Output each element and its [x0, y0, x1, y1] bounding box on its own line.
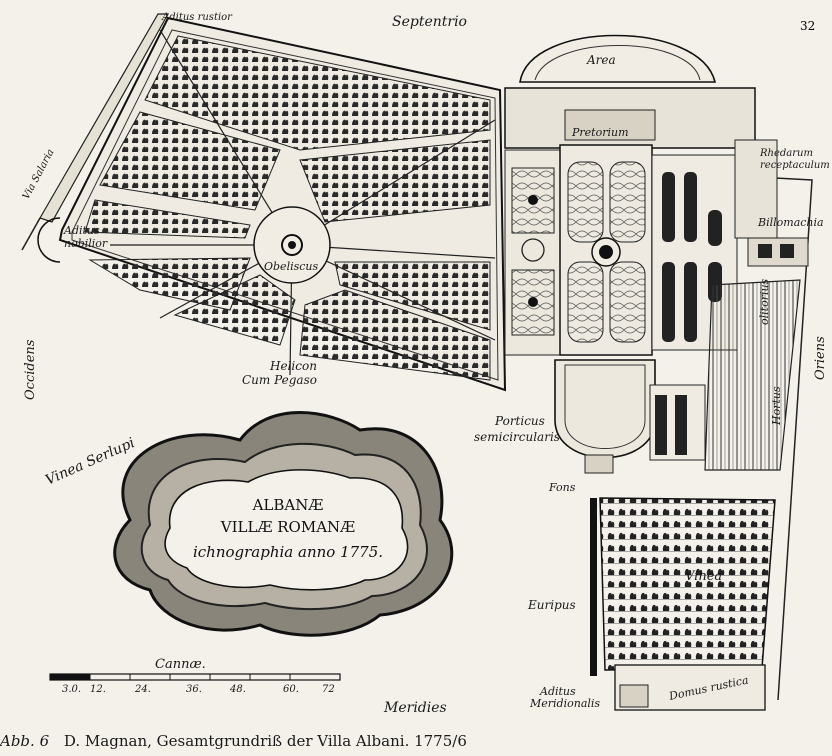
scale-tick-1: 12.	[90, 684, 106, 695]
villa-albani-plan: ALBANÆ VILLÆ ROMANÆ ichnographia anno 17…	[20, 12, 830, 716]
label-aditus-nobilior-2: nobilior	[64, 237, 108, 250]
label-aditus-rustior: Aditus rustior	[161, 12, 233, 23]
label-area: Area	[586, 53, 616, 67]
label-aditus-merid-2: Meridionalis	[529, 697, 600, 710]
label-euripus: Euripus	[527, 598, 576, 612]
label-billomachia: Billomachia	[757, 216, 824, 229]
label-porticus-2: semicircularis	[474, 430, 560, 444]
label-pretorium: Pretorium	[571, 126, 629, 139]
compass-south: Meridies	[383, 700, 447, 716]
label-rhedarum-2: receptaculum	[760, 160, 830, 171]
label-rhedarum-1: Rhedarum	[759, 148, 813, 159]
scale-tick-2: 24.	[134, 684, 151, 695]
caption-text: D. Magnan, Gesamtgrundriß der Villa Alba…	[63, 732, 467, 750]
label-fons: Fons	[548, 481, 576, 494]
scale-bar: Cannæ. 3.0. 12. 24. 36. 48. 60. 72	[49, 657, 341, 695]
label-hortus: Hortus	[770, 386, 783, 426]
label-helicon-1: Helicon	[269, 359, 317, 373]
compass-east: Oriens	[813, 336, 828, 380]
cartouche-line-2: VILLÆ ROMANÆ	[220, 518, 355, 536]
scale-tick-0: 3.0.	[62, 684, 81, 695]
label-olitorius: olitorius	[758, 278, 771, 325]
scale-tick-5: 60.	[283, 684, 299, 695]
figure-caption: Abb. 6 D. Magnan, Gesamtgrundriß der Vil…	[0, 726, 832, 756]
label-helicon-2: Cum Pegaso	[242, 373, 317, 387]
label-vinea: Vinea	[685, 569, 722, 584]
page-number: 32	[800, 19, 815, 33]
compass-north: Septentrio	[392, 14, 467, 30]
scale-tick-4: 48.	[229, 684, 246, 695]
compass-west: Occidens	[23, 339, 38, 400]
label-porticus-1: Porticus	[494, 414, 545, 428]
title-cartouche: ALBANÆ VILLÆ ROMANÆ ichnographia anno 17…	[113, 411, 454, 637]
cartouche-line-3: ichnographia anno 1775.	[193, 543, 383, 561]
label-aditus-nobilior-1: Aditus	[63, 224, 100, 237]
label-obeliscus: Obeliscus	[264, 260, 318, 273]
scale-tick-6: 72	[322, 684, 335, 695]
cartouche-line-1: ALBANÆ	[252, 496, 324, 514]
scale-title: Cannæ.	[155, 657, 206, 672]
scale-tick-3: 36.	[186, 684, 202, 695]
label-aditus-merid-1: Aditus	[539, 685, 576, 698]
caption-figure-number: Abb. 6	[0, 732, 50, 750]
